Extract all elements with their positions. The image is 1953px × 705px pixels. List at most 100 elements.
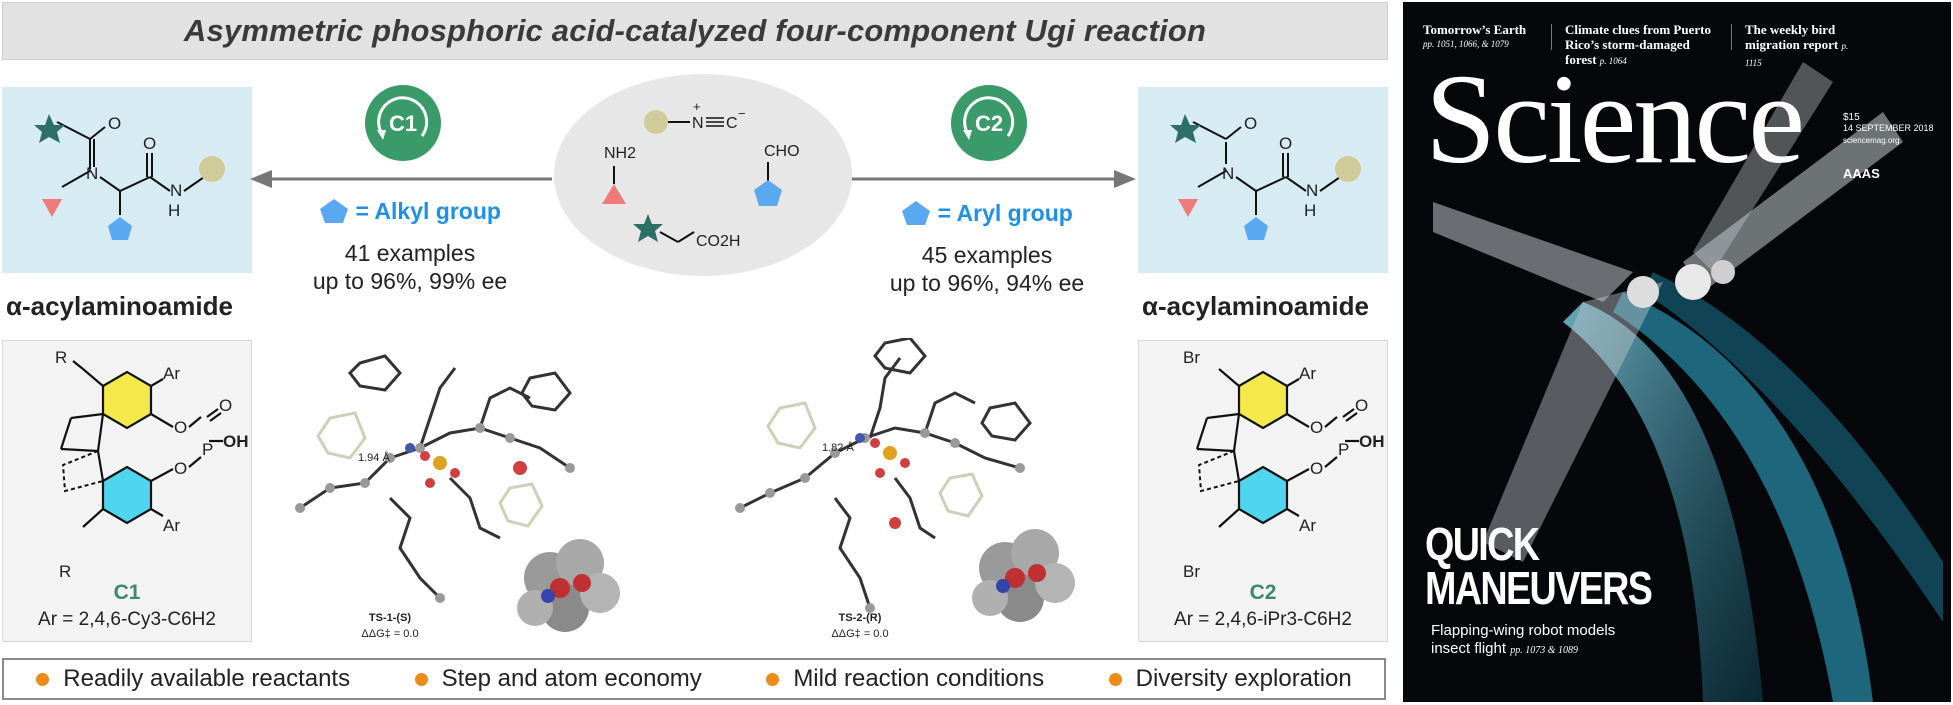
svg-text:O: O — [1244, 114, 1257, 133]
cover-headline: QUICK MANEUVERS — [1425, 518, 1653, 614]
cover-subhead: Flapping-wing robot models insect flight… — [1431, 622, 1616, 657]
features-bar: Readily available reactants Step and ato… — [2, 658, 1386, 700]
cover-robot-image — [1433, 62, 1943, 702]
pentagon-icon — [320, 199, 349, 223]
svg-text:O: O — [108, 114, 121, 133]
left-product-structure: O N O N H — [2, 87, 252, 273]
left-catalyst-badge: C1 — [364, 84, 442, 162]
svg-text:C2: C2 — [1250, 581, 1277, 604]
left-examples-count: 41 examples — [344, 240, 476, 266]
svg-text:O: O — [1355, 396, 1368, 415]
svg-text:OH: OH — [223, 432, 249, 451]
feature-item: Readily available reactants — [36, 665, 350, 693]
right-transition-state-model: 1.82 Å TS-2-(R) ΔΔG‡ = 0.0 — [720, 336, 1130, 648]
svg-text:N: N — [1306, 181, 1318, 200]
svg-text:Ar: Ar — [163, 516, 180, 535]
svg-text:C1: C1 — [114, 581, 141, 604]
reactants-svg: N + C − NH2 CHO CO2H — [602, 99, 800, 250]
svg-text:NH2: NH2 — [604, 145, 636, 162]
svg-text:C2: C2 — [975, 111, 1003, 136]
left-reaction-arrow — [250, 170, 552, 188]
svg-text:N: N — [692, 115, 704, 132]
svg-text:Ar = 2,4,6-iPr3-C6H2: Ar = 2,4,6-iPr3-C6H2 — [1174, 609, 1352, 630]
svg-text:Ar: Ar — [1299, 516, 1316, 535]
svg-text:Br: Br — [1183, 562, 1200, 581]
svg-text:1.82 Å: 1.82 Å — [822, 441, 854, 454]
svg-text:N: N — [1222, 164, 1234, 183]
cover-publisher: AAAS — [1843, 166, 1880, 181]
svg-text:+: + — [693, 99, 701, 114]
bullet-icon — [414, 672, 428, 686]
triangle-group-icon — [602, 184, 626, 204]
svg-text:R: R — [59, 562, 71, 581]
left-group-legend: = Alkyl group — [285, 198, 535, 225]
svg-text:C: C — [726, 115, 738, 132]
feature-item: Mild reaction conditions — [766, 665, 1044, 693]
left-product-svg: O N O N H — [34, 114, 225, 240]
svg-text:OH: OH — [1359, 432, 1385, 451]
cover-website: sciencemag.org — [1843, 136, 1900, 145]
svg-text:O: O — [174, 459, 187, 478]
cover-teaser-1: Tomorrow’s Earth pp. 1051, 1066, & 1079 — [1423, 22, 1527, 49]
svg-text:O: O — [219, 396, 232, 415]
right-conditions: = Aryl group 45 examples up to 96%, 94% … — [862, 200, 1112, 297]
left-examples-yield: up to 96%, 99% ee — [312, 268, 508, 294]
cover-teaser-3: The weekly bird migration report p. 1115 — [1745, 22, 1849, 68]
svg-text:O: O — [1310, 418, 1323, 437]
cover-masthead: Science — [1425, 48, 1805, 190]
right-examples-count: 45 examples — [921, 242, 1053, 268]
left-transition-state-model: 1.94 Å TS-1-(S) ΔΔG‡ = 0.0 — [270, 338, 680, 648]
bullet-icon — [766, 672, 780, 686]
svg-text:R: R — [55, 348, 67, 367]
science-cover: Tomorrow’s Earth pp. 1051, 1066, & 1079 … — [1403, 2, 1951, 702]
right-product-svg: O N O N H — [1170, 114, 1361, 240]
pentagon-group-icon — [754, 180, 782, 206]
bullet-icon — [36, 672, 50, 686]
reactants-ellipse: N + C − NH2 CHO CO2H — [554, 74, 852, 276]
svg-text:ΔΔG‡ = 0.0: ΔΔG‡ = 0.0 — [831, 628, 888, 640]
right-catalyst-structure: Br Ar O P O OH O Ar Br C2 Ar = 2,4,6-iPr… — [1138, 340, 1388, 642]
left-catalyst-structure: R Ar O P O OH O Ar R C1 Ar = 2,4,6-Cy3-C… — [2, 340, 252, 642]
svg-text:H: H — [1304, 201, 1316, 220]
cover-teaser-2: Climate clues from Puerto Rico’s storm-d… — [1565, 22, 1711, 67]
svg-text:N: N — [170, 181, 182, 200]
svg-text:N: N — [86, 164, 98, 183]
title-bar: Asymmetric phosphoric acid-catalyzed fou… — [2, 2, 1388, 60]
svg-text:H: H — [168, 201, 180, 220]
right-examples-yield: up to 96%, 94% ee — [889, 270, 1085, 296]
circle-group-icon — [644, 110, 668, 134]
right-product-label: α-acylaminoamide — [1142, 291, 1369, 321]
cover-price: $15 — [1843, 112, 1860, 123]
right-catalyst-badge: C2 — [950, 84, 1028, 162]
star-group-icon — [633, 214, 663, 242]
right-product-structure: O N O N H — [1138, 87, 1388, 273]
right-reaction-arrow — [844, 170, 1136, 188]
feature-item: Diversity exploration — [1108, 665, 1352, 693]
page-title: Asymmetric phosphoric acid-catalyzed fou… — [183, 13, 1207, 48]
svg-text:1.94 Å: 1.94 Å — [358, 451, 390, 464]
svg-text:−: − — [738, 106, 746, 121]
svg-text:ΔΔG‡ = 0.0: ΔΔG‡ = 0.0 — [361, 628, 418, 640]
svg-text:P: P — [202, 440, 213, 459]
svg-text:O: O — [1279, 134, 1292, 153]
pentagon-icon — [902, 201, 931, 225]
svg-text:Ar: Ar — [163, 364, 180, 383]
svg-text:C1: C1 — [389, 111, 417, 136]
svg-text:O: O — [143, 134, 156, 153]
bullet-icon — [1108, 672, 1122, 686]
svg-text:Ar: Ar — [1299, 364, 1316, 383]
svg-text:P: P — [1338, 440, 1349, 459]
svg-text:CO2H: CO2H — [696, 233, 740, 250]
left-product-label: α-acylaminoamide — [6, 291, 233, 321]
svg-text:TS-2-(R): TS-2-(R) — [839, 612, 882, 624]
svg-text:Ar = 2,4,6-Cy3-C6H2: Ar = 2,4,6-Cy3-C6H2 — [38, 609, 216, 630]
cover-date: 14 SEPTEMBER 2018 — [1843, 123, 1934, 133]
feature-item: Step and atom economy — [414, 665, 702, 693]
svg-text:TS-1-(S): TS-1-(S) — [369, 612, 412, 624]
svg-text:O: O — [1310, 459, 1323, 478]
svg-text:Br: Br — [1183, 348, 1200, 367]
svg-text:O: O — [174, 418, 187, 437]
svg-text:CHO: CHO — [764, 143, 800, 160]
left-conditions: = Alkyl group 41 examples up to 96%, 99%… — [285, 198, 535, 295]
right-group-legend: = Aryl group — [862, 200, 1112, 227]
